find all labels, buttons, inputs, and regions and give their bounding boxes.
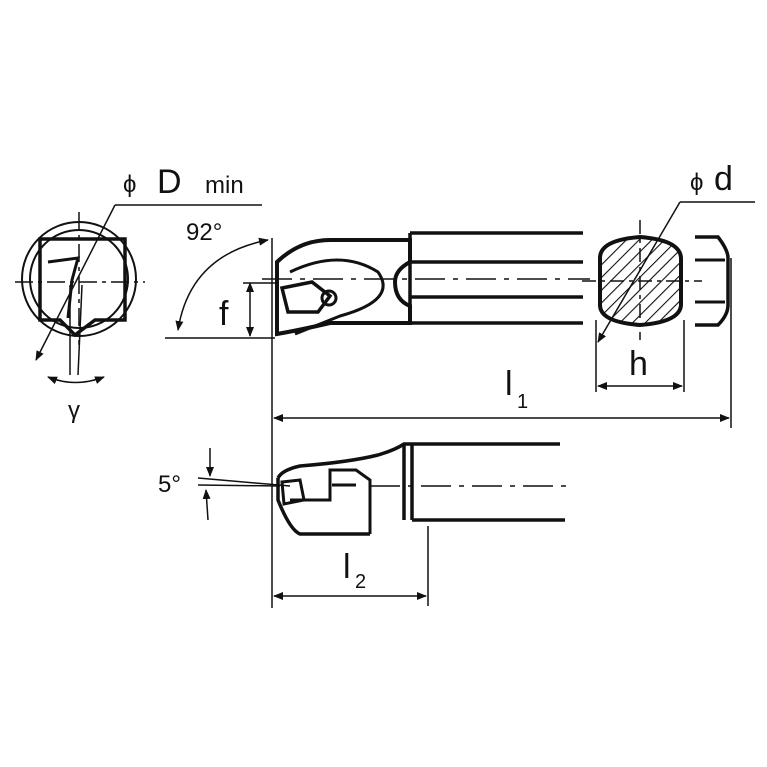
tool-head-outline — [275, 238, 412, 337]
end-view-bore — [15, 204, 262, 385]
label-l2-subscript: 2 — [355, 571, 366, 593]
angle-5-arrow-bottom — [202, 489, 211, 521]
label-92-deg: 92° — [186, 219, 222, 246]
phi-D-symbol: ϕ — [123, 171, 136, 198]
label-l1-subscript: 1 — [517, 391, 528, 413]
head-top-view — [276, 442, 560, 479]
side-view-top — [165, 231, 590, 608]
label-gamma: γ — [68, 397, 80, 424]
label-min: min — [205, 172, 244, 199]
label-f: f — [219, 295, 229, 333]
label-d: d — [714, 160, 733, 198]
phi-d-symbol: ϕ — [690, 169, 703, 196]
tool-section-end-view — [38, 237, 127, 338]
insert-screw — [320, 289, 338, 307]
shank-cross-section — [582, 201, 755, 392]
d-leader — [597, 201, 681, 343]
label-D: D — [157, 163, 182, 201]
gamma-dimension-arc — [47, 376, 105, 385]
label-5-deg: 5° — [158, 471, 181, 498]
label-l2: l — [343, 548, 351, 586]
side-view-bottom — [197, 442, 568, 606]
label-l1: l — [505, 365, 513, 403]
label-h: h — [629, 345, 648, 383]
angle-92-arc — [175, 237, 269, 331]
shank-end-view — [695, 235, 732, 428]
dmin-leader — [35, 204, 116, 361]
